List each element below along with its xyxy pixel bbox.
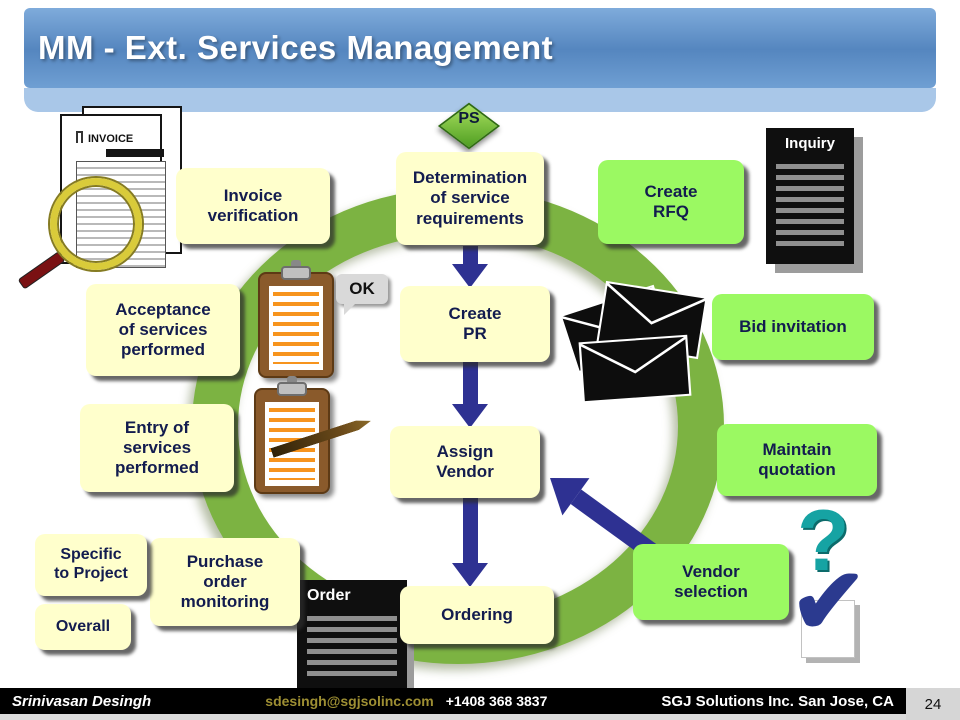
tag-overall: Overall [35,604,131,650]
clipboard-icon [258,260,334,378]
step-invoice-verification: Invoice verification [176,168,330,244]
title-bar: MM - Ext. Services Management [24,8,936,88]
checkbox-card [801,600,855,658]
arrow-shaft [462,246,478,264]
footer-phone: +1408 368 3837 [445,693,548,709]
clipboard-clip [281,266,311,280]
step-acceptance-of-services-performed: Acceptance of services performed [86,284,240,376]
inquiry-document-lines [776,164,844,252]
clipboard-with-pen-icon [254,376,330,494]
step-assign-vendor: Assign Vendor [390,426,540,498]
step-maintain-quotation: Maintain quotation [717,424,877,496]
arrow-head [452,264,488,288]
clipboard-clip [277,382,307,396]
order-document-lines [307,616,397,680]
envelope-icon [578,334,692,404]
step-bid-invitation: Bid invitation [712,294,874,360]
order-document-title: Order [307,587,351,604]
step-ordering: Ordering [400,586,554,644]
staple-icon [76,131,83,143]
footer-company: SGJ Solutions Inc. San Jose, CA [661,692,894,710]
invoice-title: INVOICE [88,133,134,145]
footer-bar: Srinivasan Desingh sdesingh@sgjsolinc.co… [0,688,906,714]
ok-speech-bubble-tail [344,302,357,315]
step-determination-of-service-requirements: Determination of service requirements [396,152,544,245]
arrow-assign-vendor-to-ordering [452,497,488,587]
clipboard-knob [287,376,297,384]
inquiry-document-title: Inquiry [784,135,835,152]
arrow-head [452,404,488,428]
inquiry-document-icon: Inquiry [766,128,854,264]
invoice-header-bar [106,149,164,157]
slide-title: MM - Ext. Services Management [38,29,554,66]
clipboard-lines [273,292,319,364]
step-create-pr: Create PR [400,286,550,362]
magnifier-handle [17,251,66,290]
clipboard-paper [269,286,323,370]
arrow-shaft [462,497,478,563]
footer-email: sdesingh@sgjsolinc.com [265,693,434,709]
bottom-strip [0,714,960,720]
footer-author: Srinivasan Desingh [12,692,152,710]
arrow-create-pr-to-assign-vendor [452,362,488,428]
invoice-document-icon: INVOICE [17,104,202,290]
tag-specific-to-project: Specific to Project [35,534,147,596]
step-create-rfq: Create RFQ [598,160,744,244]
clipboard-knob [291,260,301,268]
step-purchase-order-monitoring: Purchase order monitoring [150,538,300,626]
magnifier-icon [50,178,142,270]
ps-badge-label: PS [458,110,480,127]
ok-speech-bubble: OK [336,274,388,304]
checkmark-icon: ✔ [790,551,868,653]
step-vendor-selection: Vendor selection [633,544,789,620]
page-number: 24 [906,688,960,720]
arrow-head [452,563,488,587]
envelopes-icon [559,280,736,408]
footer-contact: sdesingh@sgjsolinc.com +1408 368 3837 [265,693,547,709]
order-document-icon: Order [297,580,407,692]
question-mark-icon: ? [797,493,850,589]
step-entry-of-services-performed: Entry of services performed [80,404,234,492]
arrow-determination-to-create-pr [452,246,488,288]
arrow-shaft [462,362,478,404]
